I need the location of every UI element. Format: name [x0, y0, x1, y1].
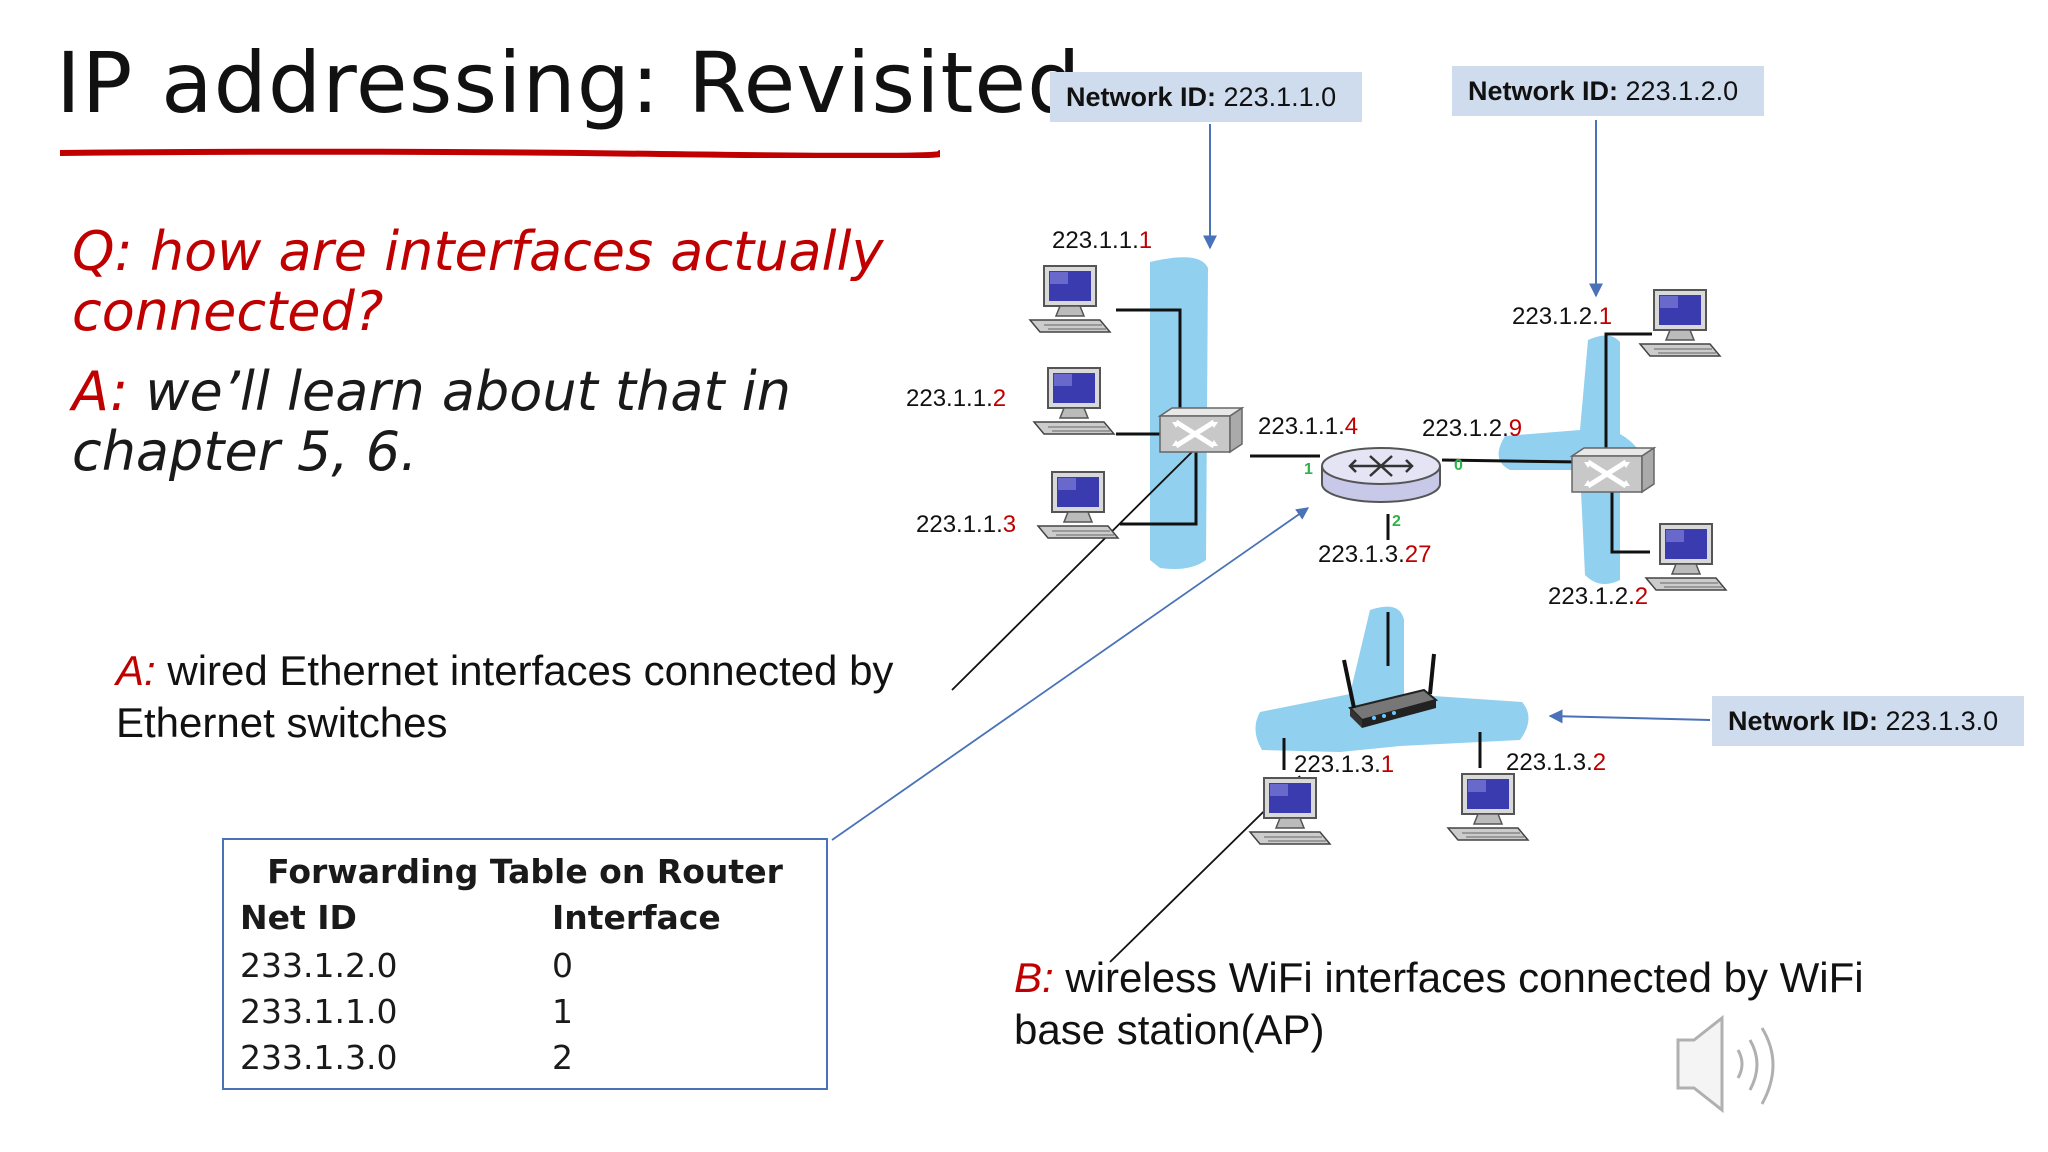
computer-icon [1645, 523, 1727, 591]
forwarding-table-title: Forwarding Table on Router [267, 852, 783, 891]
network-id-label-3: Network ID: [1728, 706, 1878, 736]
question-line1: how are interfaces actually [132, 220, 884, 283]
computer-icon [1033, 367, 1115, 435]
computer-icon [1639, 289, 1721, 357]
page-title: IP addressing: Revisited [56, 34, 1082, 132]
svg-text:Network ID: 223.1.1.0: Network ID: 223.1.1.0 [1066, 82, 1336, 112]
network-id-box-2 [1452, 66, 1764, 116]
wireless-answer: B: wireless WiFi interfaces connected by… [1014, 952, 1864, 1056]
svg-text:Network ID: 223.1.3.0: Network ID: 223.1.3.0 [1728, 706, 1998, 736]
wired-answer: A: wired Ethernet interfaces connected b… [116, 645, 893, 749]
wireless-answer-line1: wireless WiFi interfaces connected by Wi… [1053, 954, 1864, 1001]
table-cell: 233.1.3.0 [240, 1038, 398, 1077]
router-port-1: 1 [1304, 461, 1313, 478]
ip-label: 223.1.1.4 [1258, 413, 1358, 440]
question-line2: connected? [72, 280, 384, 343]
question: Q: how are interfaces actually connected… [72, 222, 884, 342]
ip-label: 223.1.2.1 [1512, 303, 1612, 330]
ip-label: 223.1.3.2 [1506, 749, 1606, 776]
table-cell: 0 [552, 946, 573, 985]
ip-label: 223.1.1.1 [1052, 227, 1152, 254]
answer-prefix: A: [72, 360, 129, 423]
network-id-label-1: Network ID: [1066, 82, 1216, 112]
ip-label: 223.1.1.3 [916, 511, 1016, 538]
network-id-value-2: 223.1.2.0 [1618, 76, 1738, 106]
ip-label: 223.1.3.1 [1294, 751, 1394, 778]
table-header-net-id: Net ID [240, 898, 357, 937]
ip-label: 223.1.3.27 [1318, 541, 1431, 568]
table-cell: 233.1.1.0 [240, 992, 398, 1031]
answer-line2: chapter 5, 6. [72, 420, 418, 483]
network-id-box-1 [1050, 72, 1362, 122]
table-header-interface: Interface [552, 898, 721, 937]
question-prefix: Q: [72, 220, 133, 283]
svg-text:Network ID: 223.1.2.0: Network ID: 223.1.2.0 [1468, 76, 1738, 106]
wired-answer-line1: wired Ethernet interfaces connected by [155, 647, 894, 694]
router-port-0: 0 [1454, 457, 1463, 474]
speaker-icon[interactable] [1676, 1014, 1775, 1114]
computer-icon [1029, 265, 1111, 333]
wireless-answer-prefix: B: [1014, 954, 1054, 1001]
table-cell: 233.1.2.0 [240, 946, 398, 985]
network-id-box-3 [1712, 696, 2024, 746]
ip-label: 223.1.1.2 [906, 385, 1006, 412]
answer: A: we’ll learn about that in chapter 5, … [72, 362, 791, 482]
table-cell: 1 [552, 992, 573, 1031]
router-port-2: 2 [1392, 513, 1401, 530]
wifi-ap-icon [1342, 653, 1439, 728]
switch-icon [1160, 408, 1242, 452]
answer-line1: we’ll learn about that in [128, 360, 791, 423]
ip-label: 223.1.2.2 [1548, 583, 1648, 610]
ip-label: 223.1.2.9 [1422, 415, 1522, 442]
computer-icon [1037, 471, 1119, 539]
network-id-label-2: Network ID: [1468, 76, 1618, 106]
wired-answer-line2: Ethernet switches [116, 699, 448, 746]
network-id-arrow-3 [1548, 709, 1711, 724]
forwarding-table: Forwarding Table on Router Net ID Interf… [222, 838, 828, 1090]
switch-icon [1572, 448, 1654, 492]
table-cell: 2 [552, 1038, 573, 1077]
title-underline [60, 148, 940, 158]
computer-icon [1249, 777, 1331, 845]
pointer-line-table [831, 507, 1310, 841]
wired-answer-prefix: A: [116, 647, 156, 694]
network-id-value-3: 223.1.3.0 [1878, 706, 1998, 736]
computer-icon [1447, 773, 1529, 841]
router-icon [1321, 447, 1441, 503]
pointer-line-switch [951, 447, 1197, 691]
wireless-answer-line2: base station(AP) [1014, 1006, 1325, 1053]
network-id-value-1: 223.1.1.0 [1216, 82, 1336, 112]
lan-223-1-3 [1255, 606, 1529, 752]
